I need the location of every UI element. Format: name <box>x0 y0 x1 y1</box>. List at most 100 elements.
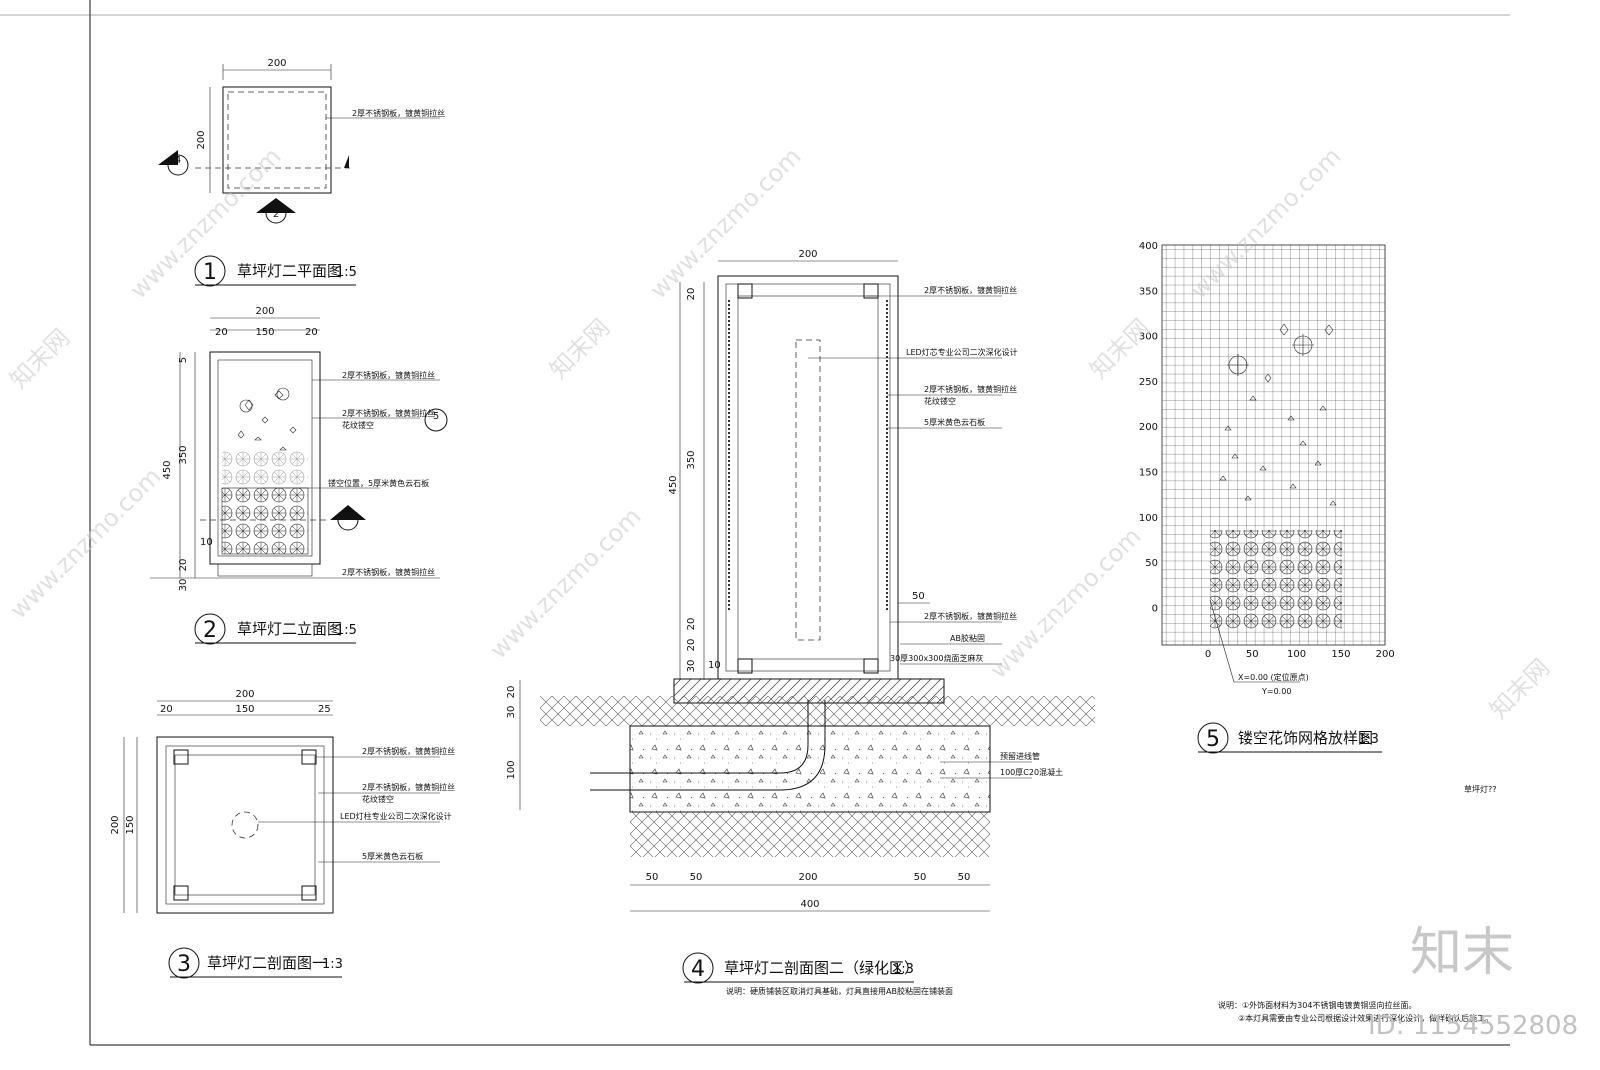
svg-text:350: 350 <box>178 445 189 464</box>
svg-text:20: 20 <box>160 704 173 715</box>
grid-x-tick: 150 <box>1331 649 1350 660</box>
grid-flowers <box>1219 323 1337 506</box>
svg-text:50: 50 <box>914 872 927 883</box>
svg-text:AB胶粘固: AB胶粘固 <box>950 633 985 643</box>
svg-text:预留进线管: 预留进线管 <box>1000 751 1040 761</box>
grid-y-tick: 300 <box>1139 332 1158 343</box>
svg-text:20: 20 <box>178 559 189 572</box>
view-2-elevation: 200 20 150 20 450 350 5 10 20 30 2厚不锈钢板，… <box>150 306 448 645</box>
label-plan-plate: 2厚不锈钢板，镀黄铜拉丝 <box>352 108 445 118</box>
grid-x-tick: 0 <box>1205 649 1211 660</box>
svg-text:www.znzmo.com: www.znzmo.com <box>4 462 166 624</box>
svg-text:花纹镂空: 花纹镂空 <box>362 794 394 804</box>
svg-text:1:3: 1:3 <box>322 957 343 972</box>
svg-text:www.znzmo.com: www.znzmo.com <box>644 142 806 304</box>
grid-y-tick: 50 <box>1145 558 1158 569</box>
grid-y-tick: 250 <box>1139 377 1158 388</box>
svg-text:1:3: 1:3 <box>893 962 914 977</box>
svg-text:30: 30 <box>178 579 189 592</box>
elev-petals <box>237 387 297 451</box>
dim-plan-width: 200 <box>267 58 286 69</box>
label-elev-hollowpos: 镂空位置，5厚米黄色云石板 <box>328 478 429 488</box>
label-v3-led: LED灯柱专业公司二次深化设计 <box>340 811 452 821</box>
svg-text:知末网: 知末网 <box>544 314 615 385</box>
svg-text:150: 150 <box>255 327 274 338</box>
view-2-title: 草坪灯二立面图 <box>237 620 342 638</box>
grid-x-tick: 50 <box>1246 649 1259 660</box>
note-right-1: 说明：①外饰面材料为304不锈钢电镀黄铜竖向拉丝面。 <box>1218 1000 1416 1010</box>
grid-y-tick: 150 <box>1139 468 1158 479</box>
svg-text:4: 4 <box>691 957 705 982</box>
grid-origin-y: Y=0.00 <box>1261 687 1291 696</box>
grid-y-tick: 350 <box>1139 286 1158 297</box>
view-5-grid: X=0.00 (定位原点) Y=0.00 4003503002502001501… <box>1139 241 1395 754</box>
svg-text:花纹镂空: 花纹镂空 <box>924 396 956 406</box>
svg-text:3: 3 <box>177 952 191 977</box>
svg-text:20: 20 <box>686 618 697 631</box>
svg-text:1:3: 1:3 <box>1358 732 1379 747</box>
svg-text:400: 400 <box>800 899 819 910</box>
view-5-title: 镂空花饰网格放样图 <box>1238 729 1373 747</box>
grid-origin-x: X=0.00 (定位原点) <box>1238 672 1309 682</box>
image-id: ID: 1154552808 <box>1368 1011 1578 1041</box>
view-1-number: 1 <box>203 260 217 285</box>
svg-text:3: 3 <box>345 511 351 522</box>
svg-text:20: 20 <box>305 327 318 338</box>
svg-text:10: 10 <box>200 537 213 548</box>
svg-text:www.znzmo.com: www.znzmo.com <box>484 502 646 664</box>
label-elev-frame: 2厚不锈钢板，镀黄铜拉丝 <box>342 370 435 380</box>
grid-y-tick: 100 <box>1139 513 1158 524</box>
svg-text:200: 200 <box>798 249 817 260</box>
svg-text:20: 20 <box>686 288 697 301</box>
note-view-4: 说明：硬质铺装区取消灯具基础，灯具直接用AB胶粘固在铺装面 <box>726 986 953 996</box>
svg-text:知末网: 知末网 <box>1084 314 1155 385</box>
svg-text:200: 200 <box>110 815 121 834</box>
svg-text:2: 2 <box>203 618 217 643</box>
svg-text:50: 50 <box>690 872 703 883</box>
svg-text:知末网: 知末网 <box>1484 654 1555 725</box>
svg-text:20: 20 <box>506 686 517 699</box>
grid-y-tick: 200 <box>1139 422 1158 433</box>
svg-text:30: 30 <box>506 706 517 719</box>
svg-text:5厚米黄色云石板: 5厚米黄色云石板 <box>924 417 985 427</box>
view-3-section: 200 20 150 25 200 150 2厚不锈钢板，镀黄铜拉丝 2厚不锈钢… <box>110 689 455 979</box>
svg-text:30: 30 <box>686 660 697 673</box>
svg-text:10: 10 <box>708 660 721 671</box>
svg-text:450: 450 <box>668 475 679 494</box>
svg-text:150: 150 <box>235 704 254 715</box>
svg-text:花纹镂空: 花纹镂空 <box>342 420 374 430</box>
svg-text:50: 50 <box>646 872 659 883</box>
svg-text:1:5: 1:5 <box>336 623 357 638</box>
svg-text:2厚不锈钢板，镀黄铜拉丝: 2厚不锈钢板，镀黄铜拉丝 <box>362 782 455 792</box>
svg-text:150: 150 <box>125 815 136 834</box>
svg-text:5厚米黄色云石板: 5厚米黄色云石板 <box>362 851 423 861</box>
dim-plan-depth: 200 <box>196 130 207 149</box>
svg-text:知末网: 知末网 <box>4 324 75 395</box>
svg-text:5: 5 <box>433 411 439 422</box>
mark-plan-2: 2 <box>273 209 279 220</box>
svg-text:350: 350 <box>686 450 697 469</box>
svg-text:30厚300x300烧面芝麻灰: 30厚300x300烧面芝麻灰 <box>890 653 983 663</box>
mark-plan-4: 4 <box>175 155 181 166</box>
note-right-2: ②本灯具需要由专业公司根据设计效果进行深化设计，做样确认后施工。 <box>1238 1013 1493 1023</box>
view-1-plan: 200 200 2厚不锈钢板，镀黄铜拉丝 4 2 1 草坪灯二平面图 1:5 <box>158 58 445 287</box>
svg-text:2厚不锈钢板，镀黄铜拉丝: 2厚不锈钢板，镀黄铜拉丝 <box>924 384 1017 394</box>
label-elev-base: 2厚不锈钢板，镀黄铜拉丝 <box>342 567 435 577</box>
view-4-section: 200 450 350 20 20 20 30 10 20 30 100 2厚不… <box>506 249 1095 996</box>
svg-text:25: 25 <box>318 704 331 715</box>
grid-x-tick: 100 <box>1287 649 1306 660</box>
svg-text:20: 20 <box>686 639 697 652</box>
dim-elev-width: 200 <box>255 306 274 317</box>
svg-text:200: 200 <box>235 689 254 700</box>
svg-text:50: 50 <box>958 872 971 883</box>
grid-y-tick: 0 <box>1152 603 1158 614</box>
svg-text:20: 20 <box>215 327 228 338</box>
brand-logo: 知末 <box>1410 923 1514 983</box>
label-v4-led: LED灯芯专业公司二次深化设计 <box>906 347 1018 357</box>
view-4-title: 草坪灯二剖面图二（绿化区） <box>724 959 919 977</box>
svg-text:5: 5 <box>178 357 189 363</box>
